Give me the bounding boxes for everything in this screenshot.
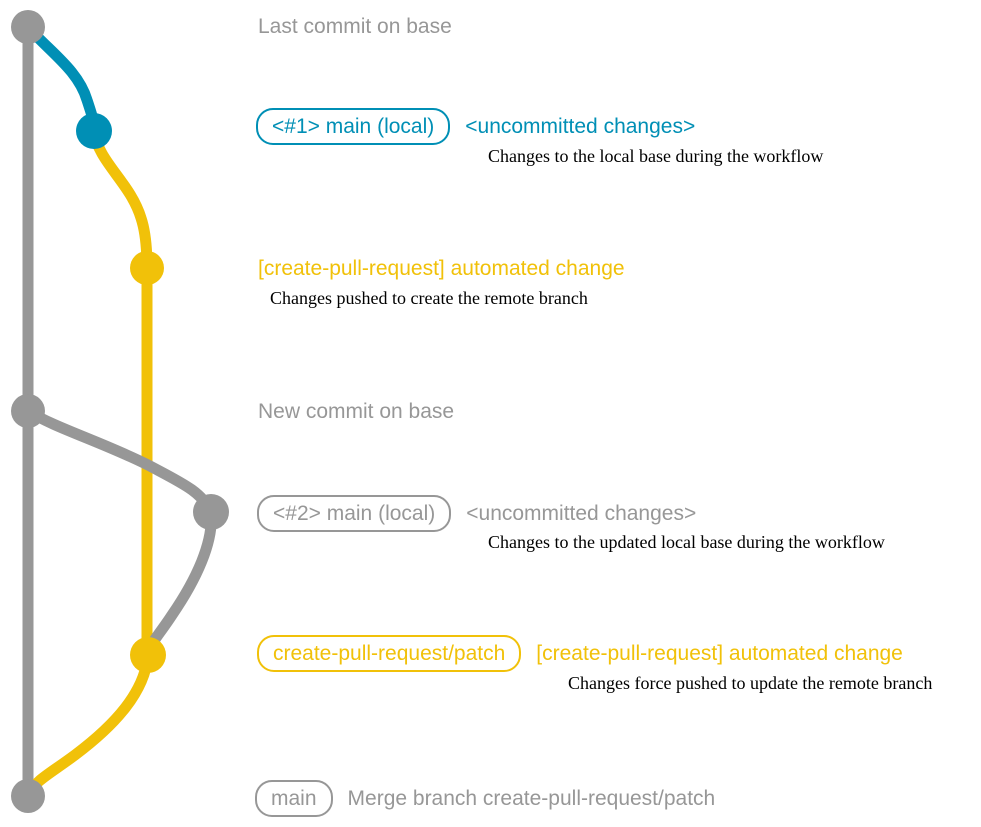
patch-branch-line (88, 125, 153, 661)
commit-row-last-commit-on-base: Last commit on base (258, 8, 452, 45)
branch-label-main-local-2: <#2> main (local) (257, 495, 452, 532)
commit-row-uncommitted-changes-1: <#1> main (local) <uncommitted changes> (256, 108, 695, 145)
branch-label-main-local-1: <#1> main (local) (256, 108, 451, 145)
commit-message: <uncommitted changes> (466, 501, 697, 525)
branch-label-main: main (255, 780, 333, 817)
branch-label-create-pull-request-patch: create-pull-request/patch (257, 635, 522, 672)
commit-dot-new-commit-on-base (11, 394, 45, 428)
commit-dot-merge-commit (11, 779, 45, 813)
git-graph (11, 10, 229, 813)
commit-description: Changes to the updated local base during… (488, 532, 885, 552)
patch-merge-line (23, 649, 154, 800)
commit-row-new-commit-on-base: New commit on base (258, 393, 454, 430)
commit-description: Changes to the local base during the wor… (488, 146, 824, 166)
commit-row-merge-commit: main Merge branch create-pull-request/pa… (255, 780, 715, 817)
commit-message: [create-pull-request] automated change (536, 641, 903, 665)
local-main-branch-line (22, 21, 100, 137)
updated-local-main-merge-line (142, 506, 217, 659)
commit-description: Changes pushed to create the remote bran… (270, 288, 588, 308)
commit-row-uncommitted-changes-2: <#2> main (local) <uncommitted changes> (257, 495, 696, 532)
commit-description: Changes force pushed to update the remot… (568, 673, 933, 693)
commit-dot-last-commit-on-base (11, 10, 45, 44)
commit-dot-automated-change-1 (130, 251, 164, 285)
commit-dot-uncommitted-changes-1 (76, 113, 112, 149)
commit-dot-uncommitted-changes-2 (193, 494, 229, 530)
commit-dot-automated-change-2 (130, 637, 166, 673)
commit-message: Merge branch create-pull-request/patch (347, 786, 716, 810)
commit-message: <uncommitted changes> (465, 114, 696, 138)
commit-message: New commit on base (258, 399, 455, 423)
commit-message: Last commit on base (258, 14, 452, 38)
commit-row-automated-change-1: [create-pull-request] automated change (258, 250, 625, 287)
commit-row-automated-change-2: create-pull-request/patch [create-pull-r… (257, 635, 903, 672)
updated-local-main-branch-line (22, 405, 217, 518)
commit-message: [create-pull-request] automated change (258, 256, 625, 280)
